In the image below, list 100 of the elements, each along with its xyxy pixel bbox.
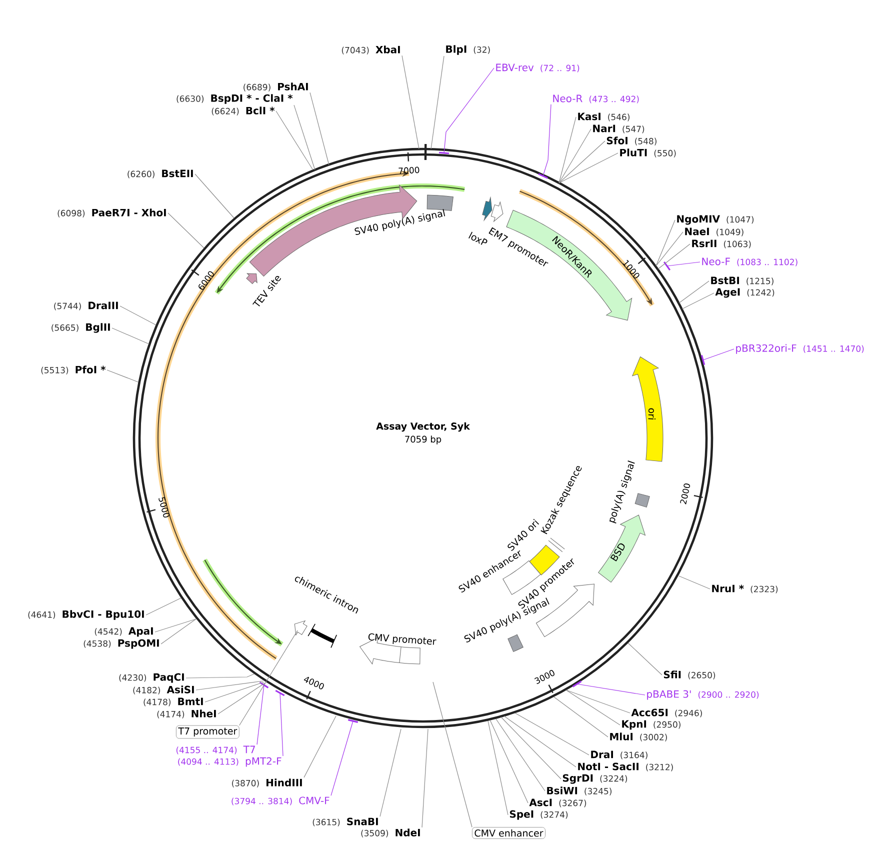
site-label: (4178) BmtI: [144, 698, 203, 706]
leader-line: [304, 716, 336, 778]
leader-line: [330, 720, 354, 796]
site-label: AgeI (1242): [715, 288, 774, 298]
site-label: PluTI (550): [620, 148, 676, 158]
tick-label: 4000: [304, 676, 324, 690]
leader-line: [558, 140, 606, 184]
tick-label: 2000: [680, 484, 690, 504]
site-label: (3870) HindIII: [232, 778, 302, 788]
map-title: Assay Vector, Syk: [376, 422, 470, 432]
leader-line: [558, 128, 592, 184]
site-label: (3615) SnaBI: [312, 818, 378, 826]
site-label: (5744) DraIII: [54, 302, 118, 310]
site-label: KpnI (2950): [622, 720, 680, 730]
leader-line: [112, 328, 150, 344]
leader-line: [514, 712, 590, 756]
leader-line: [204, 682, 264, 702]
site-label: NaeI (1049): [685, 228, 744, 236]
leader-line: [430, 56, 444, 150]
leader-line: [120, 306, 156, 326]
leader-line: [488, 720, 508, 816]
leader-line: [682, 292, 714, 310]
leader-line: [558, 152, 618, 184]
site-label: BsiWI (3245): [547, 786, 612, 796]
site-label: (4538) PspOMI: [84, 639, 159, 649]
leader-line: [186, 674, 254, 678]
leader-line: [196, 680, 264, 690]
site-label: (4230) PaqCI: [119, 673, 184, 683]
leader-line: [702, 348, 734, 360]
feature-band: CMV promoter: [360, 633, 436, 664]
primer-label: EBV-rev (72 .. 91): [496, 64, 580, 72]
site-label: (3509) NdeI: [361, 828, 420, 838]
leader-line: [194, 174, 234, 218]
leader-line: [402, 55, 420, 150]
leader-line: [276, 110, 314, 170]
leader-line: [490, 720, 528, 804]
leader-line: [656, 220, 676, 266]
site-label: SgrDI (3224): [562, 774, 628, 784]
leader-line: [294, 104, 316, 170]
primer-label: Neo-F (1083 .. 1102): [702, 258, 798, 266]
site-label: SfoI (548): [606, 136, 656, 146]
leader-line: [239, 630, 298, 726]
leader-line: [218, 682, 266, 714]
site-label: DraI (3164): [591, 750, 648, 760]
node-label: SV40 poly(A) signal: [354, 209, 446, 235]
site-label: RsrII (1063): [692, 240, 751, 248]
leader-line: [542, 104, 552, 176]
leader-line: [106, 370, 138, 382]
leader-line: [566, 690, 620, 726]
tick-label: 3000: [534, 670, 554, 684]
size-label: 7059 bp: [405, 436, 442, 444]
feature-label: CMV enhancer: [472, 827, 546, 839]
site-label: BstBI (1215): [711, 276, 774, 286]
leader-line: [496, 718, 546, 792]
primer-label: pBR322ori-F (1451 .. 1470): [736, 344, 864, 354]
leader-line: [168, 212, 204, 248]
site-label: (6624) BclI *: [212, 106, 275, 116]
leader-line: [160, 618, 196, 644]
leader-line: [566, 690, 630, 714]
site-label: (6098) PaeR7I - XhoI: [58, 208, 166, 218]
leader-line: [280, 692, 284, 756]
leader-line: [558, 116, 576, 184]
site-label: NotI - SacII (3212): [578, 762, 673, 772]
site-label: (4182) AsiSI: [133, 686, 194, 694]
leader-line: [310, 92, 330, 166]
primer-label: (3794 .. 3814) CMV-F: [232, 796, 330, 806]
site-label: NarI (547): [593, 124, 644, 134]
site-label: SpeI (3274): [510, 810, 568, 820]
leader-line: [666, 262, 700, 266]
primer-label: (4155 .. 4174) T7: [176, 746, 255, 754]
site-label: (4641) BbvCI - Bpu10I: [28, 610, 144, 620]
site-label: MluI (3002): [610, 732, 667, 742]
feature-box: SV40 poly(A) signal: [354, 194, 454, 235]
site-label: (6689) PshAI: [244, 82, 308, 92]
leader-line: [658, 244, 690, 270]
site-label: NgoMIV (1047): [677, 215, 754, 225]
tick-label: 7000: [398, 166, 420, 174]
leader-line: [500, 716, 562, 780]
site-label: KasI (546): [578, 112, 630, 122]
site-label: (4174) NheI: [157, 710, 216, 718]
site-label: (6260) BstEII: [128, 170, 193, 178]
tick-label: 5000: [158, 497, 170, 518]
site-label: (6630) BspDI * - ClaI *: [176, 94, 293, 104]
site-label: AscI (3267): [529, 798, 586, 808]
site-label: (5513) PfoI *: [41, 366, 106, 374]
leader-line: [154, 618, 196, 632]
site-label: Acc65I (2946): [631, 708, 702, 718]
leader-line: [628, 642, 662, 676]
node-label: loxP: [468, 232, 488, 245]
leader-line: [432, 682, 472, 828]
leader-line: [146, 598, 182, 616]
primer-label: pBABE 3' (2900 .. 2920): [647, 690, 759, 700]
site-label: (5665) BglII: [52, 323, 110, 333]
leader-line: [422, 728, 428, 828]
leader-line: [256, 684, 264, 745]
primer-label: (4094 .. 4113) pMT2-F: [178, 757, 282, 767]
leader-line: [678, 280, 710, 304]
leader-line: [576, 684, 646, 696]
site-label: (7043) XbaI: [342, 46, 400, 54]
site-label: (4542) ApaI: [94, 627, 153, 637]
